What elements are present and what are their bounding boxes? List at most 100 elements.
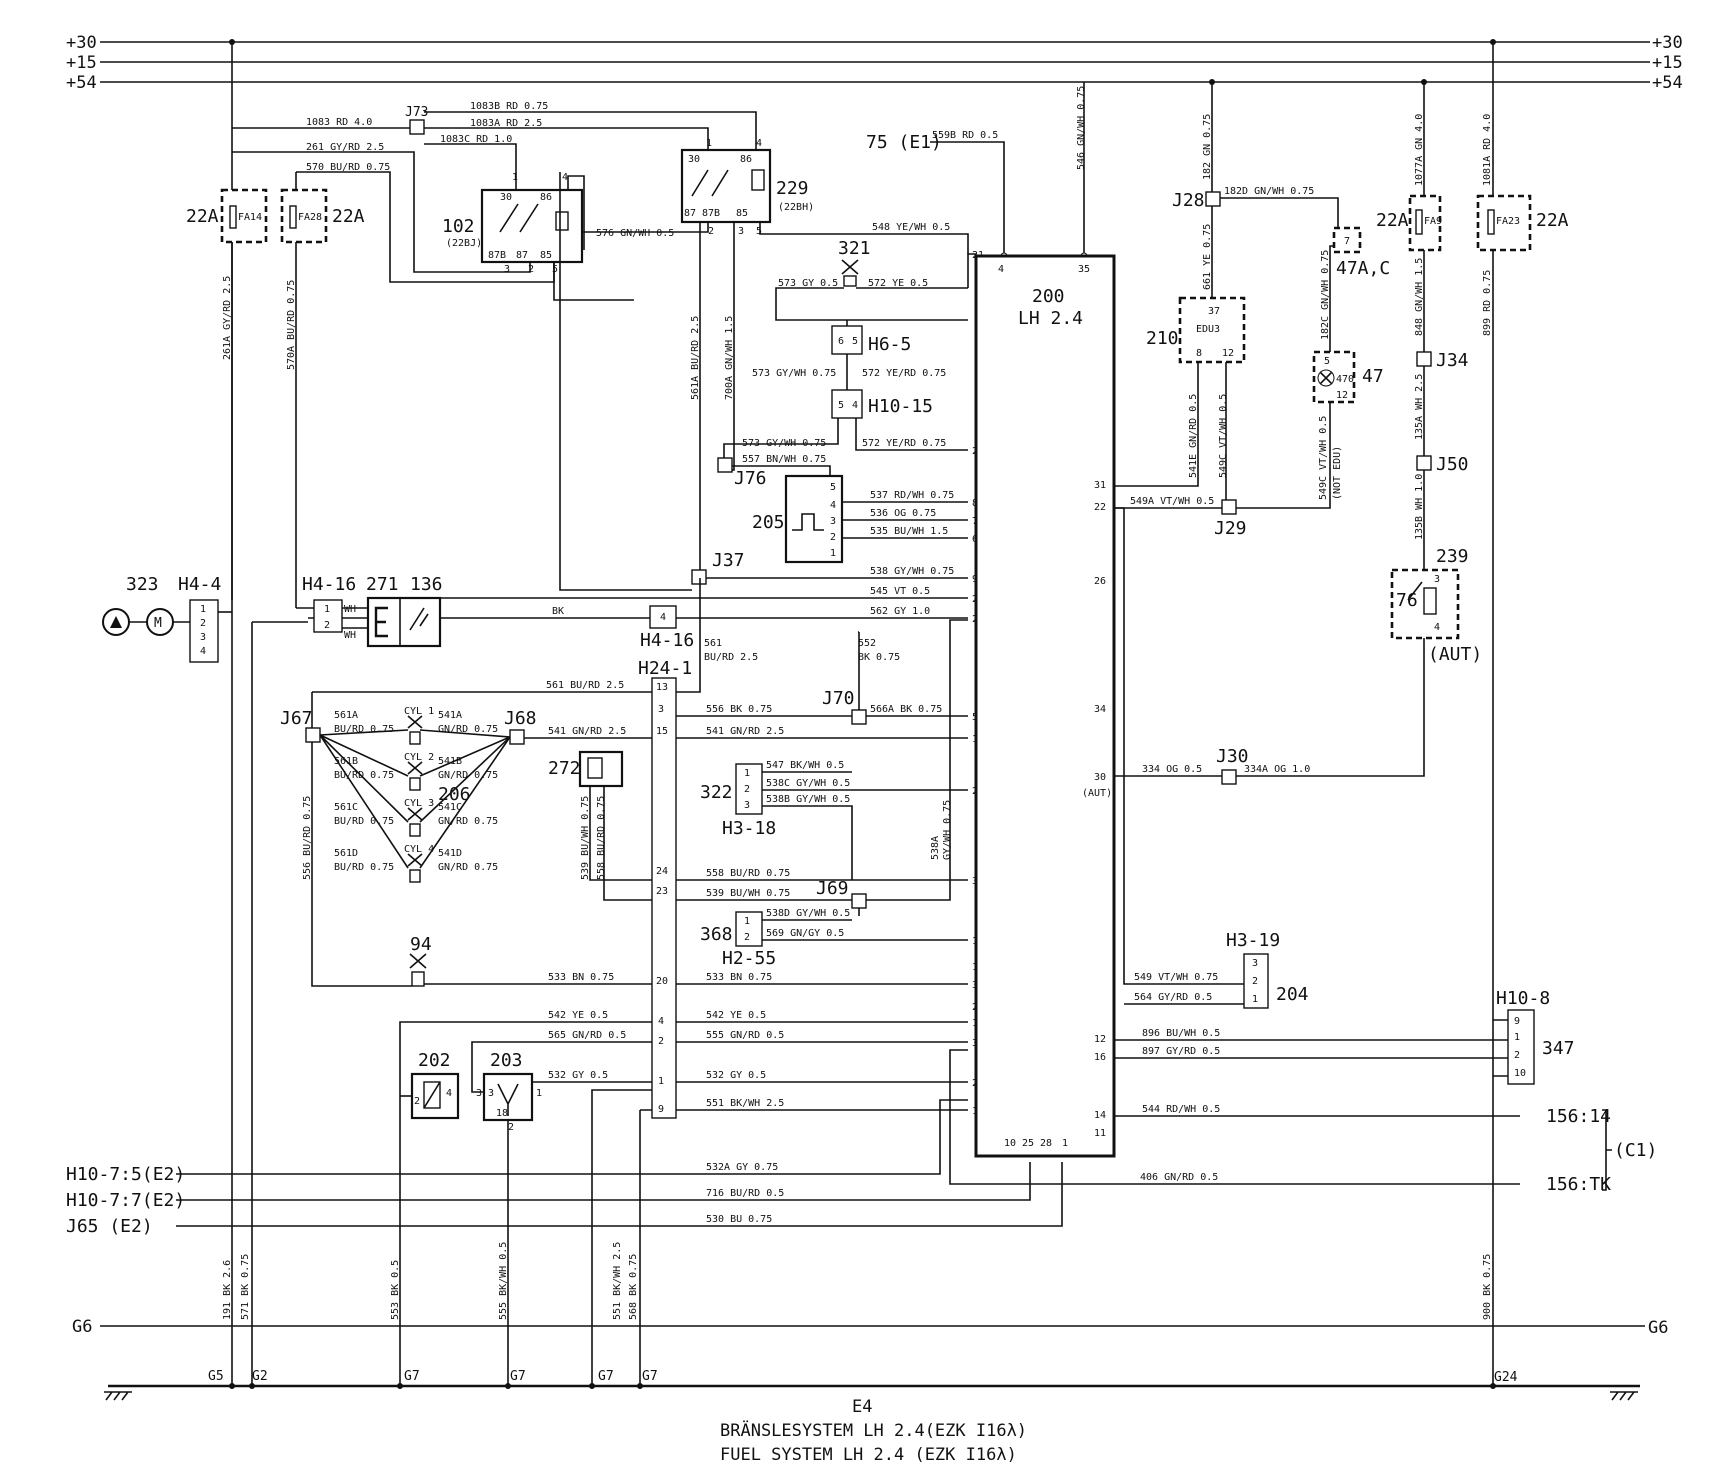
wire-557: 557 BN/WH 0.75	[742, 454, 826, 465]
svg-text:16: 16	[1094, 1052, 1106, 1063]
wires-558-539: 558 BU/RD 0.75 33 539 BU/WH 0.75 J69 538…	[676, 619, 984, 916]
ground-g7-d: G7	[642, 1369, 658, 1384]
wire-not-edu: (NOT EDU)	[1332, 446, 1343, 500]
connector-h10-15-label: H10-15	[868, 396, 933, 417]
svg-text:20: 20	[656, 976, 668, 987]
svg-text:2: 2	[658, 1036, 664, 1047]
svg-text:(AUT): (AUT)	[1082, 788, 1112, 799]
svg-text:561B: 561B	[334, 756, 358, 767]
svg-text:M: M	[154, 616, 162, 631]
svg-text:3: 3	[658, 704, 664, 715]
wire-545: 545 VT 0.5	[870, 586, 930, 597]
wire-334a: 334A OG 1.0	[1244, 764, 1310, 775]
svg-text:2: 2	[830, 532, 836, 543]
svg-text:30: 30	[500, 192, 512, 203]
component-347-label: 347	[1542, 1038, 1575, 1059]
wire-571: 571 BK 0.75	[240, 1254, 251, 1320]
title-swedish: BRÄNSLESYSTEM LH 2.4(EZK I16λ)	[720, 1420, 1027, 1441]
connector-h24-1: H24-1 13 3 15 24 23 20 4 2 1 9	[638, 658, 692, 1119]
svg-text:5: 5	[1324, 356, 1330, 367]
wire-541e: 541E GN/RD 0.5	[1188, 394, 1199, 478]
wire-561: 561	[704, 638, 722, 649]
svg-text:22: 22	[1094, 502, 1106, 513]
rail-30-right: +30	[1652, 33, 1683, 53]
svg-text:1: 1	[1514, 1032, 1520, 1043]
junction-j76: J76 573 GY/WH 0.75 557 BN/WH 0.75	[717, 438, 831, 489]
junction-j29-label: J29	[1214, 518, 1247, 539]
connector-h10-15: 54 H10-15 572 YE/RD 0.75 27	[723, 389, 984, 462]
fuse-fa23-label: 22A	[1536, 210, 1569, 231]
wire-1083a: 1083A RD 2.5	[470, 118, 542, 129]
svg-text:87B: 87B	[702, 208, 720, 219]
wire-573: 573 GY 0.5	[778, 278, 838, 289]
wire-549cb: 549C VT/WH 0.5	[1318, 416, 1329, 500]
wire-899: 899 RD 0.75	[1482, 270, 1493, 336]
wire-569: 569 GN/GY 0.5	[766, 928, 844, 939]
relay-102: 30 86 87B 87 85 1 4 3 2 5 102 (22BJ)	[442, 172, 634, 301]
wire-538d: 538D GY/WH 0.5	[766, 908, 850, 919]
svg-text:CYL 3: CYL 3	[404, 798, 434, 809]
svg-text:5: 5	[852, 336, 858, 347]
wire-565: 565 GN/RD 0.5	[548, 1030, 626, 1041]
svg-text:12: 12	[1222, 348, 1234, 359]
wire-1083: 1083 RD 4.0	[306, 117, 372, 128]
svg-text:28: 28	[1040, 1138, 1052, 1149]
g6-right: G6	[1648, 1318, 1668, 1338]
svg-text:4: 4	[658, 1016, 664, 1027]
wire-572: 572 YE 0.5	[868, 278, 928, 289]
svg-text:2: 2	[744, 784, 750, 795]
ref-h10-7-7: H10-7:7(E2)	[66, 1190, 185, 1211]
wire-539: 539 BU/WH 0.75	[706, 888, 790, 899]
svg-text:86: 86	[740, 154, 752, 165]
wire-538as: GY/WH 0.75	[942, 800, 953, 860]
wire-556v: 556 BU/RD 0.75	[302, 796, 313, 880]
svg-text:15: 15	[656, 726, 668, 737]
lower-left-wires: 19 23 542 YE 0.5 542 YE 0.5 13 565 GN/RD…	[399, 962, 984, 1120]
ground-g7-c: G7	[598, 1369, 614, 1384]
svg-text:WH: WH	[344, 604, 356, 615]
wire-549: 549 VT/WH 0.75	[1134, 972, 1218, 983]
wire-661: 661 YE 0.75	[1202, 224, 1213, 290]
wire-566a: 566A BK 0.75	[870, 704, 942, 715]
wire-533b: 533 BN 0.75	[706, 972, 772, 983]
svg-text:5: 5	[838, 400, 844, 411]
edu-210-sub: EDU3	[1196, 324, 1220, 335]
svg-text:30: 30	[688, 154, 700, 165]
svg-text:85: 85	[540, 250, 552, 261]
svg-text:2: 2	[414, 1096, 420, 1107]
wire-541: 541 GN/RD 2.5	[548, 726, 626, 737]
connector-h10-8-label: H10-8	[1496, 988, 1550, 1009]
connector-h24-1-label: H24-1	[638, 658, 692, 679]
wire-549a: 549A VT/WH 0.5	[1130, 496, 1214, 507]
component-271-label: 271	[366, 574, 399, 595]
component-204-label: 204	[1276, 984, 1309, 1005]
wire-559b: 559B RD 0.5	[932, 130, 998, 141]
svg-text:BU/RD 0.75: BU/RD 0.75	[334, 816, 394, 827]
svg-text:4: 4	[998, 264, 1004, 275]
wire-406: 406 GN/RD 0.5	[1140, 1172, 1218, 1183]
sensor-205-label: 205	[752, 512, 785, 533]
ground-g7-a: G7	[404, 1369, 420, 1384]
svg-text:4: 4	[1434, 622, 1440, 633]
fuel-pump-323: M 323	[102, 574, 190, 636]
svg-text:4: 4	[852, 400, 858, 411]
svg-text:86: 86	[540, 192, 552, 203]
wire-549c: 549C VT/WH 0.5	[1218, 394, 1229, 478]
wire-565b: 555 GN/RD 0.5	[706, 1030, 784, 1041]
component-272: 272 539 BU/WH 0.75 558 BU/RD 0.75	[548, 750, 652, 901]
wire-532b: 532 GY 0.5	[706, 1070, 766, 1081]
wire-1083b: 1083B RD 0.75	[470, 101, 548, 112]
svg-text:1: 1	[512, 172, 518, 183]
fuse-fa14: FA14 22A 261A GY/RD 2.5	[186, 188, 268, 600]
svg-text:31: 31	[1094, 480, 1106, 491]
wire-135a: 135A WH 2.5	[1414, 374, 1425, 440]
svg-text:1: 1	[744, 768, 750, 779]
wire-532: 532 GY 0.5	[548, 1070, 608, 1081]
wire-537: 537 RD/WH 0.75	[870, 490, 954, 501]
component-239-label: 239	[1436, 546, 1469, 567]
wire-564: 564 GY/RD 0.5	[1134, 992, 1212, 1003]
svg-text:3: 3	[738, 226, 744, 237]
junction-j28-label: J28	[1172, 190, 1205, 211]
svg-text:FA28: FA28	[298, 212, 322, 223]
